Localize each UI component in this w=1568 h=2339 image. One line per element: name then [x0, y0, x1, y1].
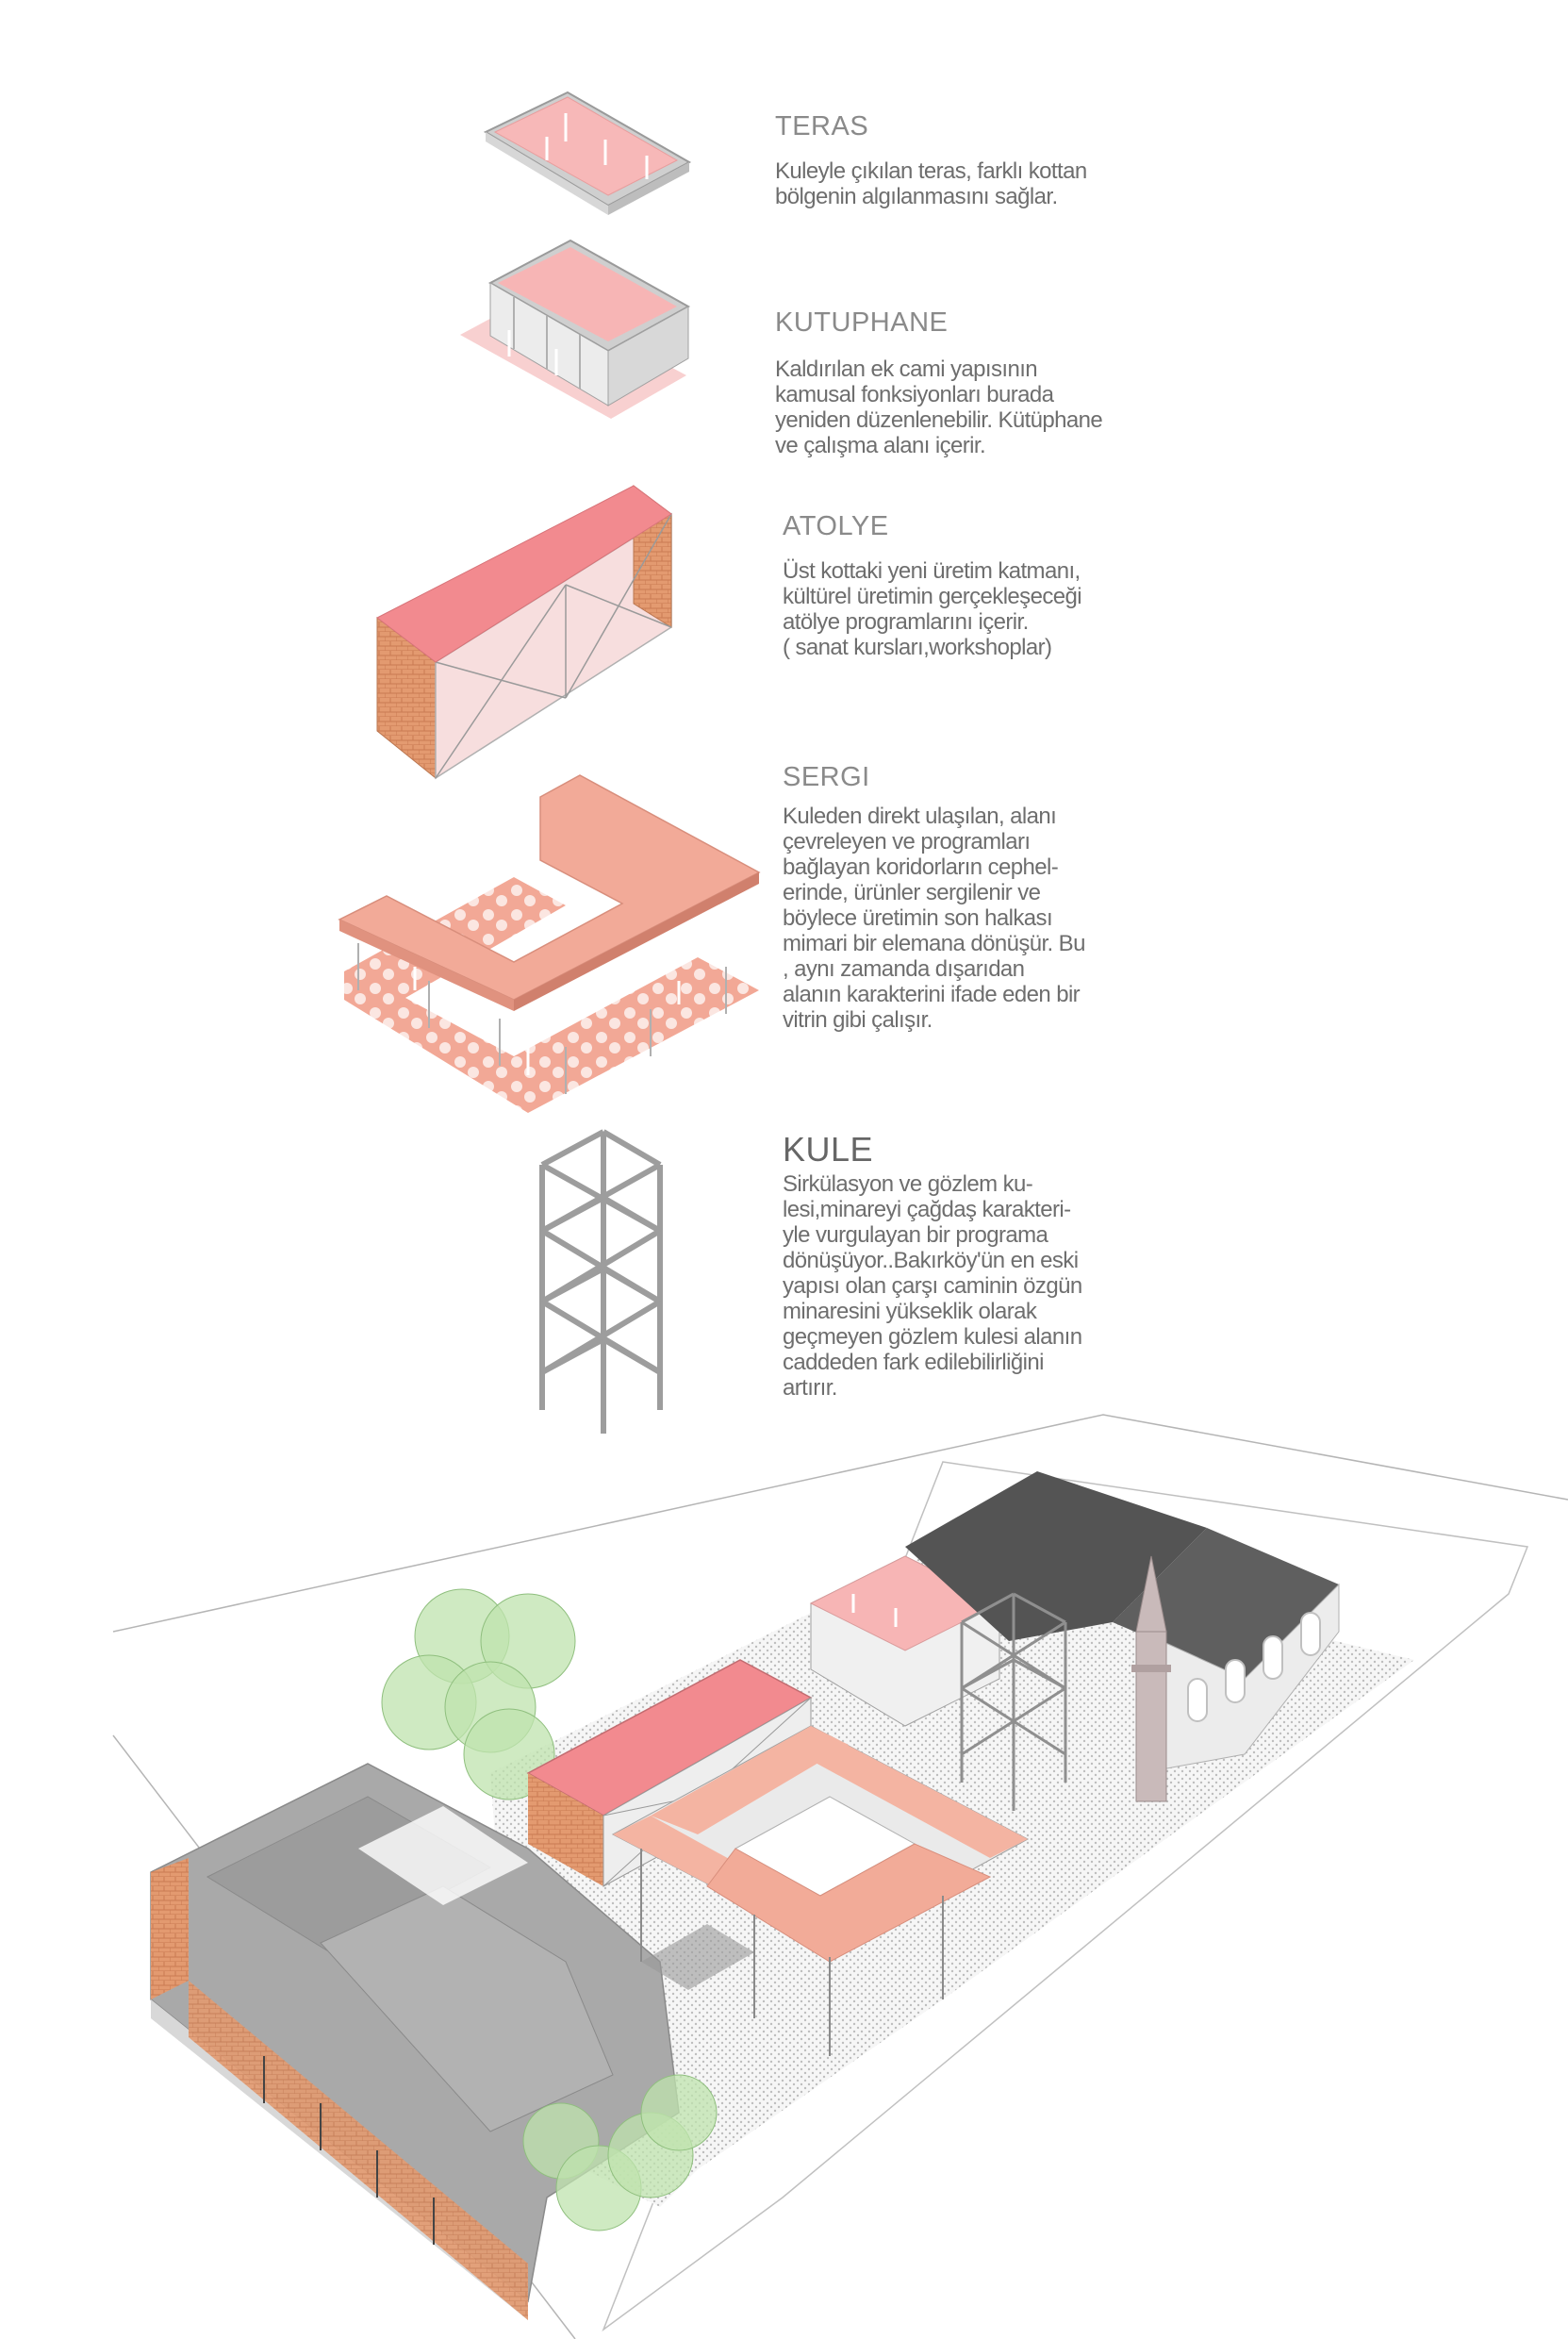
- teras-layer-drawing: [483, 91, 692, 215]
- sergi-layer-drawing: [338, 774, 761, 1113]
- kule-layer-drawing: [539, 1129, 663, 1434]
- mosque: [905, 1471, 1340, 1802]
- trees-lower: [522, 2074, 718, 2231]
- atolye-description: Üst kottaki yeni üretim katmanı, kültüre…: [783, 558, 1082, 660]
- kutuphane-layer-drawing: [460, 239, 691, 419]
- teras-title: TERAS: [775, 111, 869, 141]
- sergi-title: SERGI: [783, 762, 870, 792]
- sergi-description: Kuleden direkt ulaşılan, alanı çevreleye…: [783, 804, 1085, 1033]
- site-axonometric: [112, 1414, 1568, 2339]
- kutuphane-description: Kaldırılan ek cami yapısının kamusal fon…: [775, 357, 1103, 458]
- kule-title: KULE: [783, 1130, 874, 1169]
- teras-description: Kuleyle çıkılan teras, farklı kottan böl…: [775, 158, 1087, 209]
- kule-description: Sirkülasyon ve gözlem ku- lesi,minareyi …: [783, 1171, 1082, 1401]
- site-tower: [960, 1592, 1067, 1811]
- atolye-title: ATOLYE: [783, 511, 889, 541]
- kutuphane-title: KUTUPHANE: [775, 307, 949, 338]
- atolye-layer-drawing: [376, 485, 672, 780]
- site-sergi-frame: [611, 1725, 1030, 2056]
